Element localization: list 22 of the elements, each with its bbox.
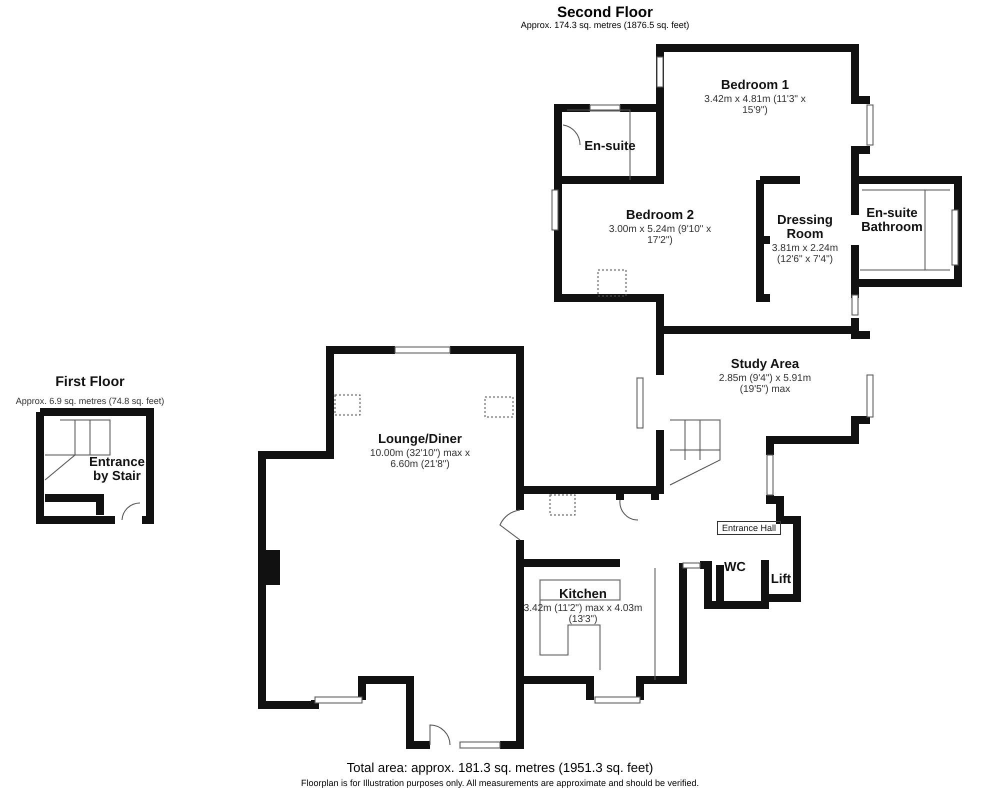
floor-heading: First Floor (55, 374, 125, 388)
room-dimensions: 10.00m (32'10") max x 6.60m (21'8") (369, 448, 471, 470)
room-dimensions: 3.81m x 2.24m (12'6" x 7'4") (770, 243, 840, 265)
floor-area: Approx. 6.9 sq. metres (74.8 sq. feet) (16, 396, 164, 407)
room-name: Entrance by Stair (88, 455, 146, 483)
floor-heading: Second Floor (557, 4, 653, 21)
room-name: Dressing Room (776, 213, 834, 241)
room-name: WC (724, 560, 746, 574)
room-name: En-suite Bathroom (860, 206, 924, 234)
room-name: Lift (770, 572, 792, 586)
room-name: Bedroom 1 (721, 78, 789, 92)
total-area-text: Total area: approx. 181.3 sq. metres (1951.3 sq. feet) (346, 760, 654, 775)
room-name: Lounge/Diner (378, 432, 462, 446)
floor-area: Approx. 174.3 sq. metres (1876.5 sq. feet) (520, 20, 690, 30)
room-dimensions: 2.85m (9'4") x 5.91m (19'5") max (718, 373, 812, 395)
room-name: Bedroom 2 (626, 208, 694, 222)
room-name: Kitchen (559, 587, 607, 601)
room-name: Study Area (730, 357, 800, 371)
disclaimer-text: Floorplan is for Illustration purposes only. All measurements are approximate and should be verified. (300, 778, 700, 788)
room-dimensions: 3.42m x 4.81m (11'3" x 15'9") (703, 94, 807, 116)
room-sign: Entrance Hall (716, 521, 782, 535)
room-dimensions: 3.00m x 5.24m (9'10" x 17'2") (608, 224, 712, 246)
